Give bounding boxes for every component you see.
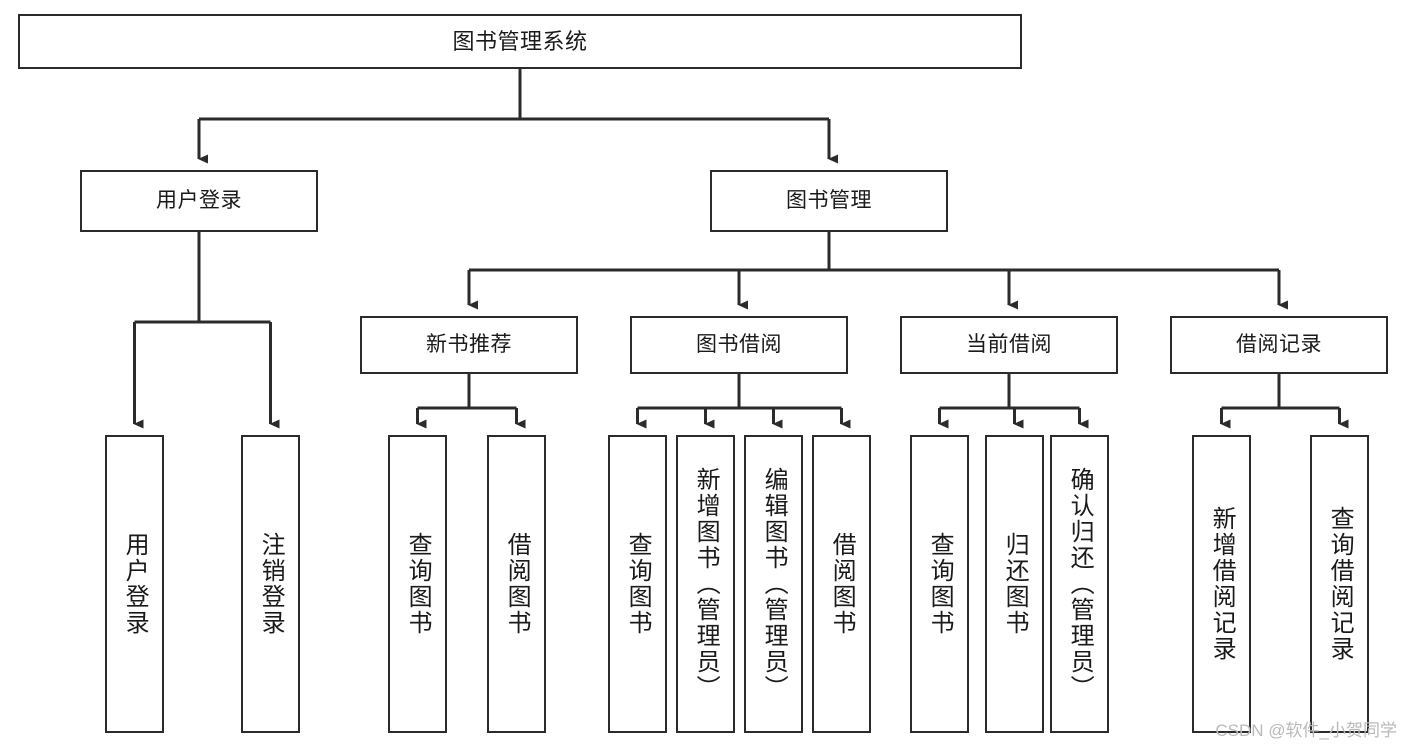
node-label: 图书管理系统 [452,28,588,54]
node-label: 新书推荐 [426,332,512,356]
node-borrow-record[interactable]: 借阅记录 [1170,316,1388,374]
node-leaf-add-record[interactable]: 新增借阅记录 [1192,435,1251,733]
node-label: 查询图书 [926,532,954,636]
node-book-manage[interactable]: 图书管理 [710,170,948,232]
node-leaf-borrow-book-2[interactable]: 借阅图书 [812,435,871,733]
node-label: 新增图书（管理员） [692,467,720,701]
node-leaf-borrow-book-1[interactable]: 借阅图书 [487,435,546,733]
node-label: 查询图书 [624,532,652,636]
node-label: 查询图书 [404,532,432,636]
node-label: 借阅图书 [828,532,856,636]
node-label: 新增借阅记录 [1208,506,1236,662]
node-book-borrow[interactable]: 图书借阅 [630,316,848,374]
node-leaf-edit-book[interactable]: 编辑图书（管理员） [744,435,803,733]
node-label: 注销登录 [257,532,285,636]
node-label: 归还图书 [1001,532,1029,636]
node-current-borrow[interactable]: 当前借阅 [900,316,1118,374]
node-leaf-confirm-return[interactable]: 确认归还（管理员） [1050,435,1109,733]
node-label: 用户登录 [156,188,242,212]
node-leaf-query-record[interactable]: 查询借阅记录 [1310,435,1369,733]
node-new-book-recommend[interactable]: 新书推荐 [360,316,578,374]
node-leaf-user-login[interactable]: 用户登录 [105,435,164,733]
node-label: 查询借阅记录 [1326,506,1354,662]
watermark: CSDN @软件_小贺同学 [1215,721,1397,740]
node-leaf-query-book-2[interactable]: 查询图书 [608,435,667,733]
node-user-login[interactable]: 用户登录 [80,170,318,232]
node-label: 借阅记录 [1236,332,1322,356]
node-leaf-user-logout[interactable]: 注销登录 [241,435,300,733]
node-label: 图书管理 [786,188,872,212]
node-leaf-query-book-3[interactable]: 查询图书 [910,435,969,733]
node-root-system[interactable]: 图书管理系统 [18,14,1022,69]
node-leaf-add-book[interactable]: 新增图书（管理员） [676,435,735,733]
node-label: 当前借阅 [966,332,1052,356]
node-label: 确认归还（管理员） [1066,467,1094,701]
node-leaf-return-book[interactable]: 归还图书 [985,435,1044,733]
node-label: 借阅图书 [503,532,531,636]
node-label: 图书借阅 [696,332,782,356]
node-label: 用户登录 [121,532,149,636]
node-label: 编辑图书（管理员） [760,467,788,701]
node-leaf-query-book-1[interactable]: 查询图书 [388,435,447,733]
